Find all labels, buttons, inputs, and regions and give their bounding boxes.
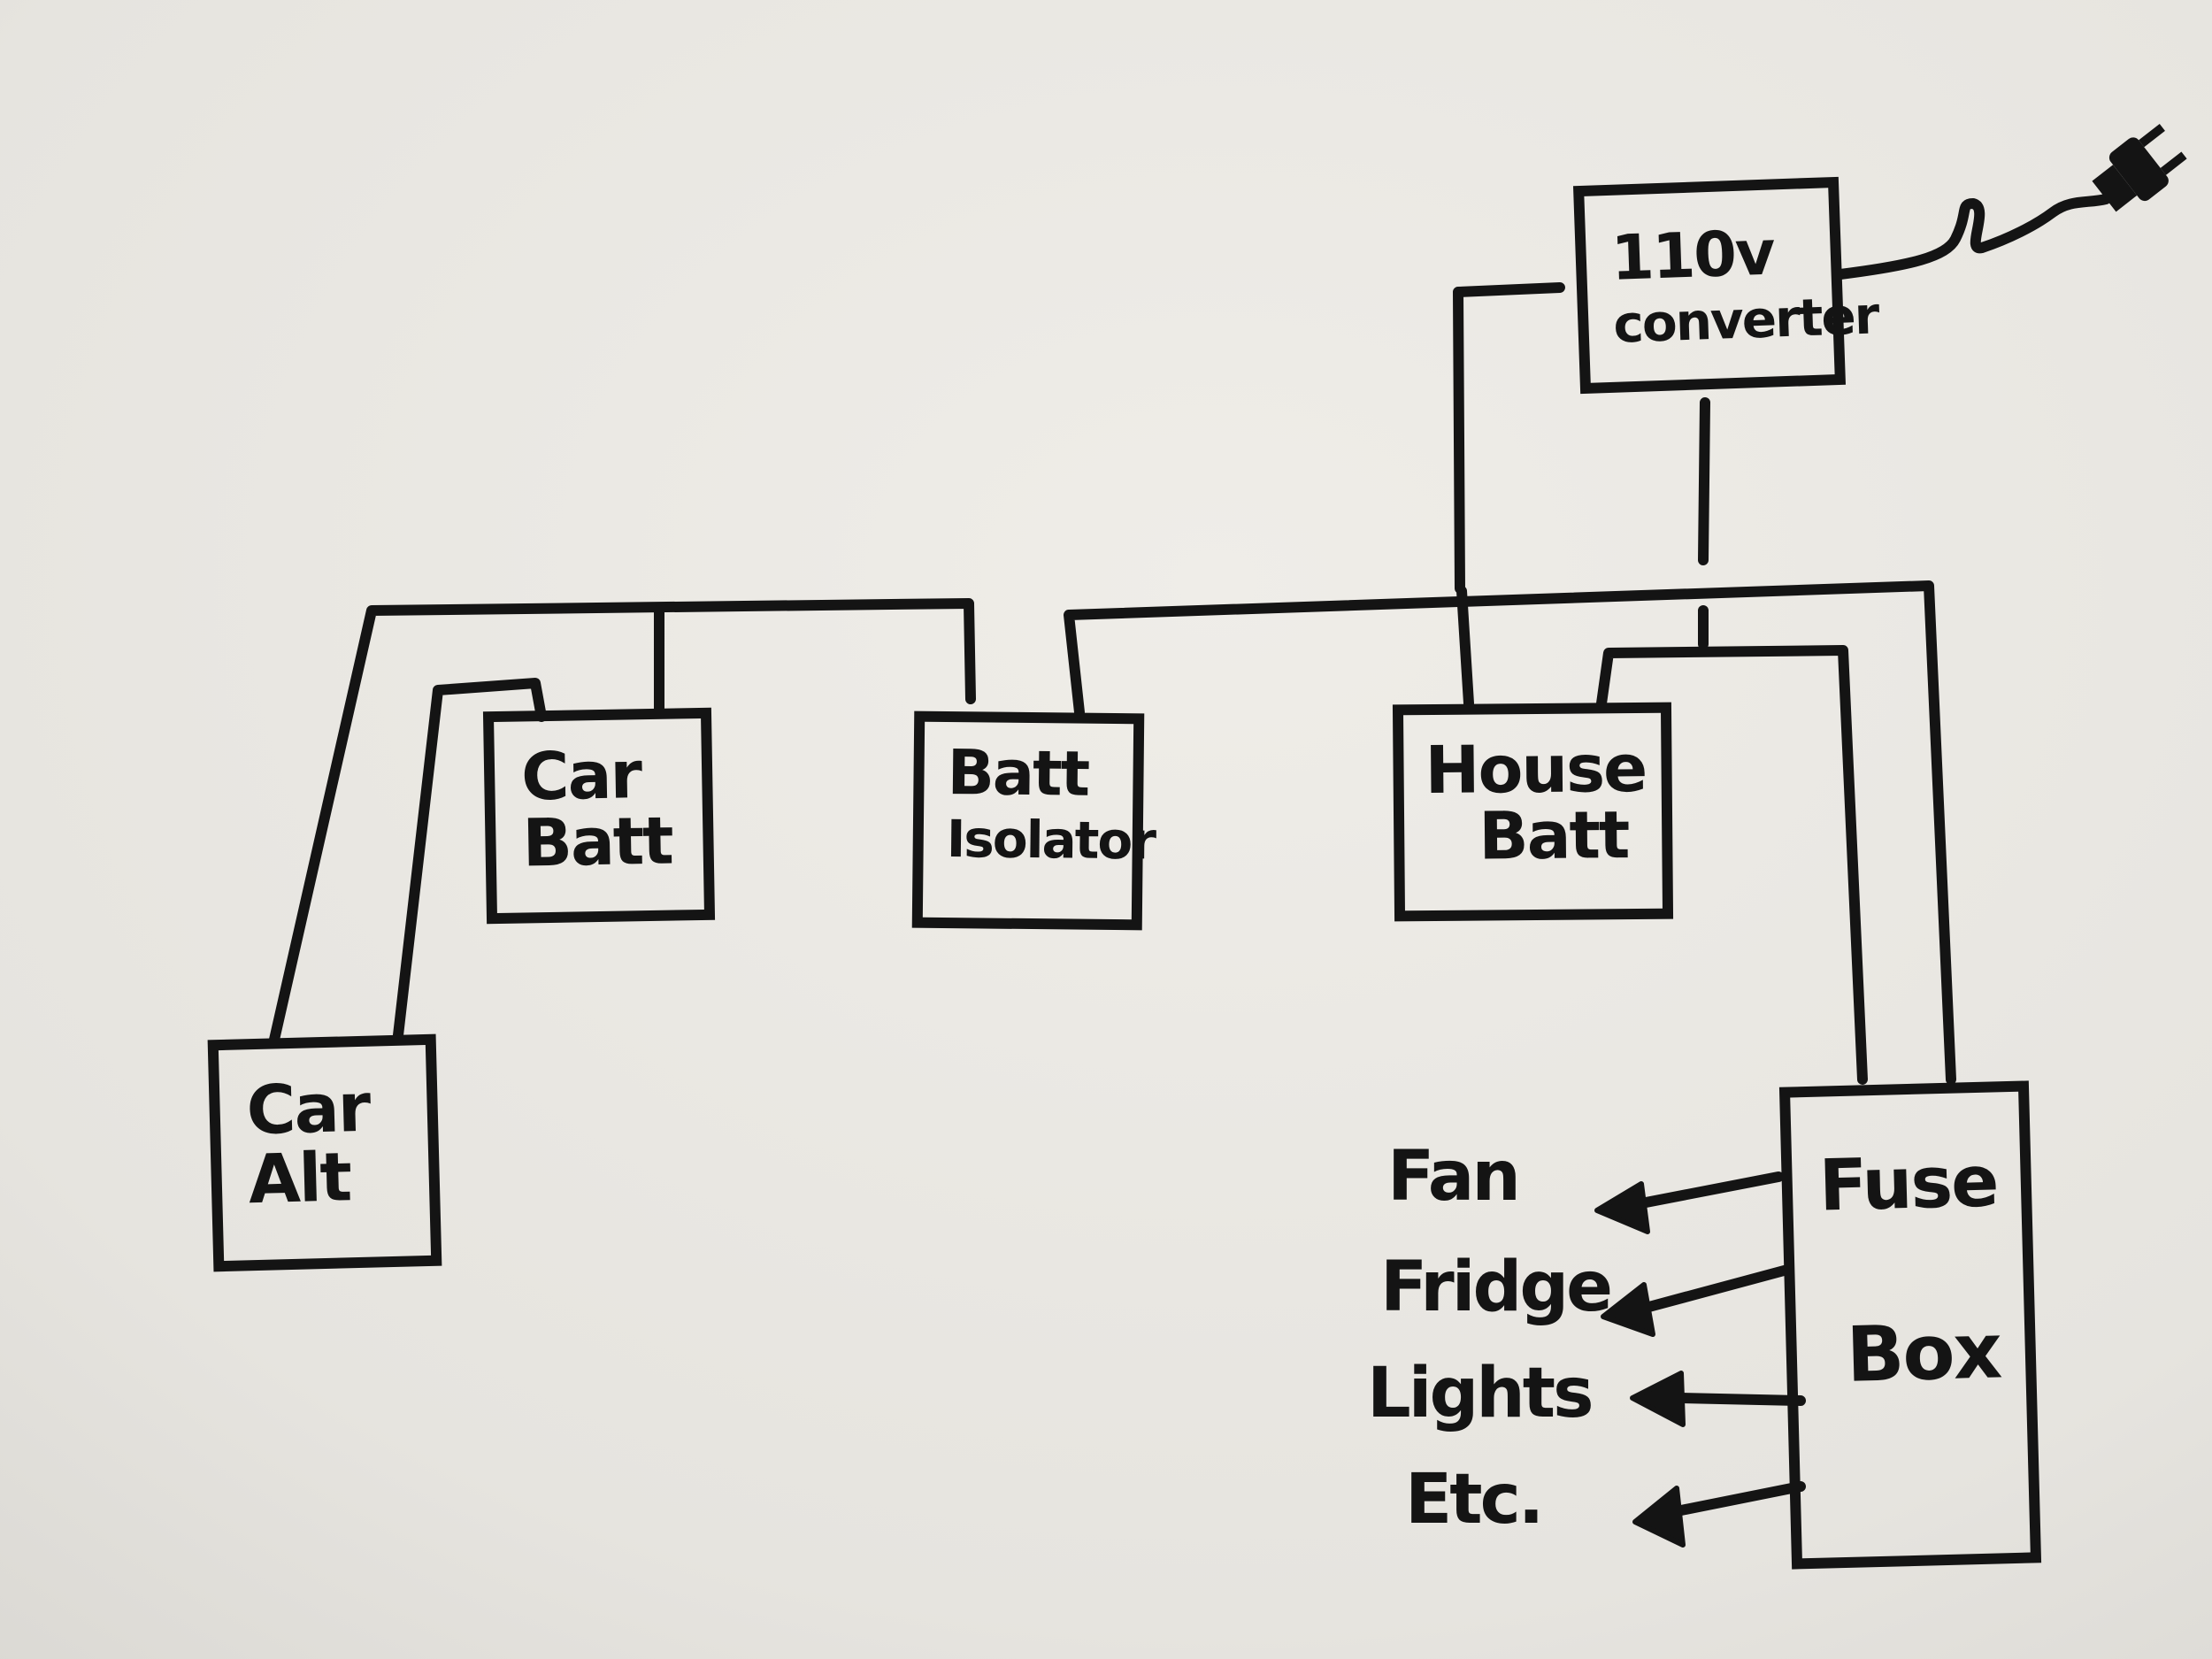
load-label-etc: Etc. [1405, 1460, 1544, 1540]
fuse-box: Fuse Box [1778, 1080, 2042, 1570]
house-batt-label-line2: Batt [1478, 797, 1629, 876]
car-alt-box: Car Alt [207, 1033, 442, 1272]
batt-isolator-label-line2: Isolator [946, 809, 1156, 872]
converter-box: 110v converter [1572, 176, 1878, 395]
arrow-left-icon [1632, 1486, 1686, 1548]
load-label-fridge: Fridge [1380, 1248, 1613, 1327]
car-batt-box: Car Batt [482, 707, 716, 925]
wire-isolator-to-house-bus [1064, 580, 1956, 1085]
wire-house-batt-drop [1456, 586, 1474, 709]
house-batt-box: House Batt [1392, 702, 1674, 922]
arrow-line-fridge [1640, 1264, 1793, 1313]
fuse-box-label-line1: Fuse [1817, 1140, 1999, 1227]
batt-isolator-label-line1: Batt [947, 736, 1089, 810]
power-cord [1835, 194, 2111, 280]
wire-house-batt-to-fuse-2 [1596, 645, 1868, 1085]
arrow-left-icon [1601, 1282, 1655, 1337]
car-alt-label-line2: Alt [247, 1136, 352, 1218]
fuse-box-label-line2: Box [1845, 1307, 2002, 1400]
arrow-left-icon [1630, 1371, 1686, 1427]
wire-car-alt-to-car-batt [393, 678, 547, 1041]
wire-car-alt-to-isolator [269, 598, 976, 1045]
power-plug-icon [2092, 123, 2187, 212]
arrow-line-etc [1671, 1481, 1806, 1517]
arrow-line-lights [1676, 1393, 1806, 1406]
wire-converter-to-house-bus [1453, 282, 1565, 594]
converter-label-line1: 110v [1609, 216, 1775, 295]
car-batt-label-line2: Batt [521, 803, 673, 882]
load-label-lights: Lights [1367, 1354, 1594, 1433]
arrow-line-fan [1636, 1171, 1784, 1209]
arrow-left-icon [1594, 1181, 1650, 1234]
converter-label-line2: converter [1612, 285, 1879, 356]
batt-isolator-box: Batt Isolator [911, 710, 1155, 931]
wire-converter-down [1698, 397, 1710, 565]
load-label-fan: Fan [1387, 1137, 1521, 1217]
